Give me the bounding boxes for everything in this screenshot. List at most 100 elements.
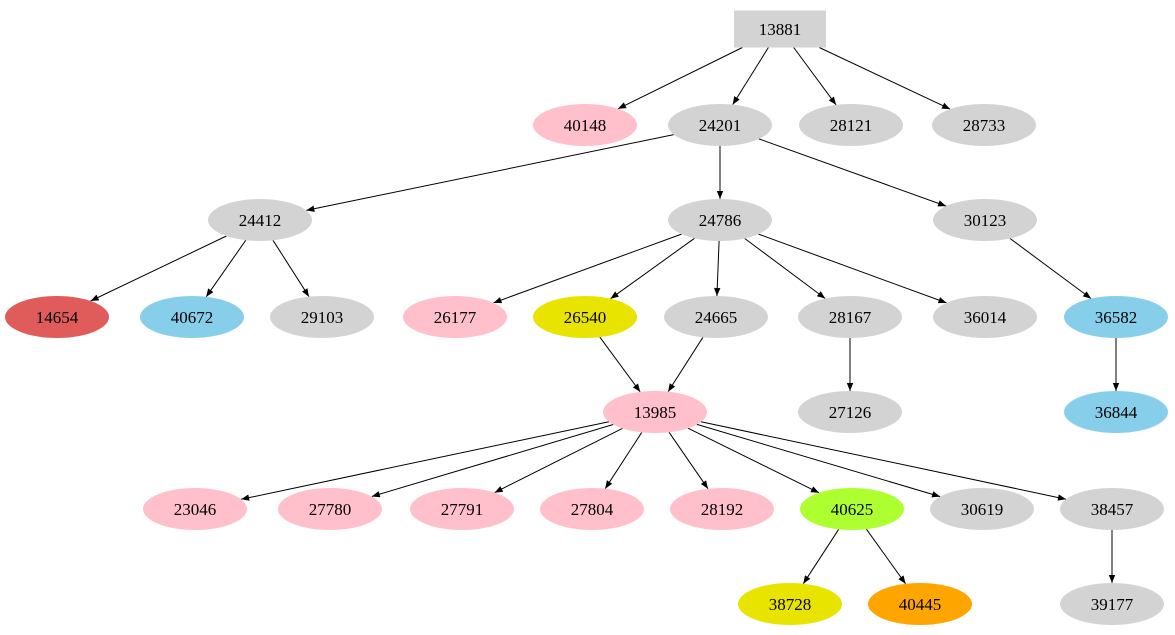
- node-ellipse-shape: [932, 104, 1036, 146]
- graph-node-24201: 24201: [668, 104, 772, 146]
- graph-node-40625: 40625: [800, 488, 904, 530]
- node-ellipse-shape: [664, 296, 768, 338]
- graph-edge-24665-13985: [667, 337, 704, 392]
- node-ellipse-shape: [868, 583, 972, 625]
- graph-node-38457: 38457: [1060, 488, 1164, 530]
- node-label: 28167: [829, 308, 872, 327]
- node-ellipse-shape: [798, 391, 902, 433]
- graph-edge-24786-24665: [714, 240, 721, 297]
- node-label: 24201: [699, 116, 742, 135]
- node-label: 24665: [695, 308, 738, 327]
- node-ellipse-shape: [208, 199, 312, 241]
- graph-edge-13985-27780: [371, 424, 614, 498]
- graph-node-27791: 27791: [410, 488, 514, 530]
- graph-edge-24786-26177: [493, 233, 682, 304]
- node-ellipse-shape: [270, 296, 374, 338]
- graph-node-30619: 30619: [930, 488, 1034, 530]
- node-ellipse-shape: [1064, 296, 1168, 338]
- node-label: 26177: [434, 308, 477, 327]
- graph-edge-30123-36582: [1009, 237, 1092, 300]
- node-label: 40445: [899, 595, 942, 614]
- graph-edge-24786-28167: [744, 238, 826, 299]
- graph-node-28167: 28167: [798, 296, 902, 338]
- graph-edge-13881-28121: [793, 47, 837, 106]
- graph-edge-13985-28192: [668, 431, 709, 490]
- graph-edge-24201-24412: [306, 134, 674, 212]
- graph-node-28733: 28733: [932, 104, 1036, 146]
- node-label: 14654: [36, 308, 79, 327]
- node-label: 38457: [1091, 500, 1134, 519]
- graph-edge-26540-13985: [599, 336, 641, 393]
- graph-edge-24201-30123: [758, 138, 947, 207]
- graph-node-13985: 13985: [603, 391, 707, 433]
- node-label: 36014: [964, 308, 1007, 327]
- edges-layer: [90, 47, 1120, 585]
- node-label: 40672: [171, 308, 214, 327]
- graph-edge-24412-14654: [90, 235, 227, 302]
- node-label: 36844: [1095, 403, 1138, 422]
- node-label: 28192: [701, 500, 744, 519]
- graph-edge-24786-26540: [610, 237, 695, 300]
- graph-node-26540: 26540: [533, 296, 637, 338]
- node-ellipse-shape: [140, 296, 244, 338]
- graph-edge-24412-29103: [272, 240, 310, 297]
- node-label: 27791: [441, 500, 484, 519]
- graph-node-36844: 36844: [1064, 391, 1168, 433]
- node-ellipse-shape: [1060, 488, 1164, 530]
- graph-edge-13881-40148: [617, 47, 743, 110]
- node-ellipse-shape: [668, 199, 772, 241]
- node-ellipse-shape: [933, 296, 1037, 338]
- node-ellipse-shape: [738, 583, 842, 625]
- graph-node-27126: 27126: [798, 391, 902, 433]
- node-ellipse-shape: [1060, 583, 1164, 625]
- node-label: 28121: [830, 116, 873, 135]
- graph-node-40445: 40445: [868, 583, 972, 625]
- graph-edge-40625-38728: [802, 529, 840, 584]
- graph-edge-13985-27791: [494, 427, 623, 494]
- node-ellipse-shape: [5, 296, 109, 338]
- node-ellipse-shape: [800, 488, 904, 530]
- node-label: 13985: [634, 403, 677, 422]
- graph-node-36582: 36582: [1064, 296, 1168, 338]
- node-ellipse-shape: [1064, 391, 1168, 433]
- node-box-shape: [734, 10, 826, 48]
- node-label: 27780: [309, 500, 352, 519]
- graph-node-24786: 24786: [668, 199, 772, 241]
- graph-node-27804: 27804: [540, 488, 644, 530]
- node-ellipse-shape: [670, 488, 774, 530]
- graph-edge-13985-38457: [700, 421, 1067, 501]
- graph-edge-13985-27804: [604, 432, 643, 489]
- node-label: 36582: [1095, 308, 1138, 327]
- graph-node-39177: 39177: [1060, 583, 1164, 625]
- node-ellipse-shape: [143, 488, 247, 530]
- graph-edge-13985-30619: [696, 423, 941, 498]
- graph-node-24665: 24665: [664, 296, 768, 338]
- graph-node-36014: 36014: [933, 296, 1037, 338]
- node-ellipse-shape: [278, 488, 382, 530]
- graph-node-24412: 24412: [208, 199, 312, 241]
- graph-node-28192: 28192: [670, 488, 774, 530]
- node-label: 40625: [831, 500, 874, 519]
- graph-node-26177: 26177: [403, 296, 507, 338]
- graph-edge-24786-36014: [758, 233, 947, 304]
- graph-edge-40625-40445: [865, 528, 907, 585]
- node-label: 30619: [961, 500, 1004, 519]
- graph-node-23046: 23046: [143, 488, 247, 530]
- node-ellipse-shape: [533, 104, 637, 146]
- graph-node-38728: 38728: [738, 583, 842, 625]
- graph-node-27780: 27780: [278, 488, 382, 530]
- node-label: 39177: [1091, 595, 1134, 614]
- node-label: 40148: [564, 116, 607, 135]
- node-ellipse-shape: [799, 104, 903, 146]
- node-ellipse-shape: [603, 391, 707, 433]
- graph-node-40148: 40148: [533, 104, 637, 146]
- graph-edge-13985-23046: [240, 421, 610, 501]
- node-ellipse-shape: [668, 104, 772, 146]
- node-ellipse-shape: [798, 296, 902, 338]
- graph-node-13881: 13881: [734, 10, 826, 48]
- node-label: 28733: [963, 116, 1006, 135]
- node-ellipse-shape: [533, 296, 637, 338]
- node-label: 26540: [564, 308, 607, 327]
